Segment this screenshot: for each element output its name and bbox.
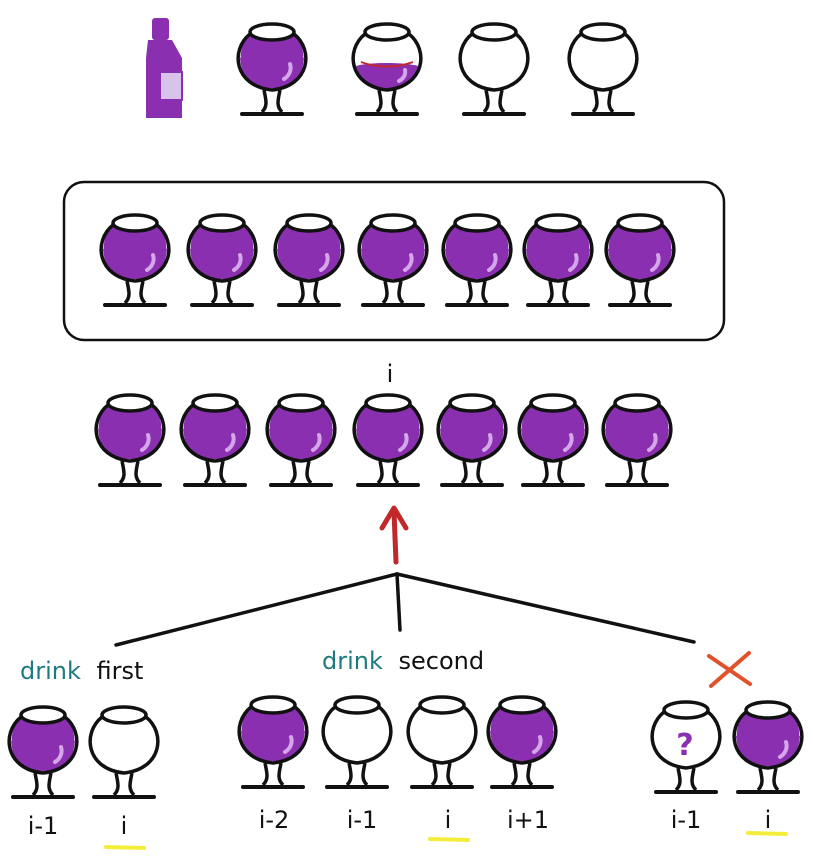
wine-glass-icon bbox=[436, 393, 508, 487]
highlight-underline bbox=[428, 837, 470, 842]
wine-glass-icon bbox=[321, 695, 393, 789]
wine-glass-icon bbox=[406, 695, 478, 789]
middle-row: i bbox=[94, 360, 673, 487]
wine-glass-icon bbox=[486, 695, 558, 789]
wine-glass-icon bbox=[236, 22, 308, 116]
wine-glass-icon bbox=[237, 695, 309, 789]
wine-glass-icon bbox=[265, 393, 337, 487]
branch-middle: drink second i-2 i-1 i i+1 bbox=[237, 647, 558, 842]
wine-glass-icon bbox=[352, 393, 424, 487]
question-mark: ? bbox=[676, 728, 693, 763]
svg-text:drink second: drink second bbox=[322, 647, 484, 675]
caption-second: second bbox=[399, 647, 485, 675]
highlight-underline bbox=[746, 831, 788, 836]
wine-glass-icon bbox=[186, 213, 258, 307]
top-row bbox=[146, 18, 639, 118]
boxed-row bbox=[62, 180, 726, 342]
label-i-plus-1: i+1 bbox=[507, 806, 549, 834]
label-i: i bbox=[445, 806, 452, 834]
wine-glass-icon bbox=[732, 700, 804, 794]
wine-glass-icon bbox=[517, 393, 589, 487]
highlight-underline bbox=[104, 845, 146, 850]
wine-glass-icon bbox=[604, 213, 676, 307]
wine-glass-icon bbox=[351, 22, 423, 116]
svg-text:drink first: drink first bbox=[20, 657, 143, 685]
branch-left: drink first i-1 i bbox=[7, 657, 160, 850]
wine-glass-icon bbox=[567, 22, 639, 116]
wine-bottle-icon bbox=[146, 18, 183, 118]
caption-first: first bbox=[97, 657, 144, 685]
up-arrow-icon bbox=[379, 505, 409, 565]
wine-glass-icon bbox=[179, 393, 251, 487]
wine-glass-icon bbox=[458, 22, 530, 116]
wine-glass-icon bbox=[522, 213, 594, 307]
drink-word: drink bbox=[20, 657, 81, 685]
drink-word: drink bbox=[322, 647, 383, 675]
branch-right: ? i-1 i bbox=[650, 651, 804, 836]
cross-icon bbox=[707, 651, 752, 688]
label-i: i bbox=[765, 806, 772, 834]
label-i-minus-2: i-2 bbox=[259, 806, 290, 834]
label-i-minus-1: i-1 bbox=[28, 812, 59, 840]
label-i-minus-1: i-1 bbox=[347, 806, 378, 834]
wine-glass-icon bbox=[88, 705, 160, 799]
branch-lines bbox=[114, 572, 696, 647]
wine-glass-icon bbox=[601, 393, 673, 487]
wine-glass-icon bbox=[94, 393, 166, 487]
wine-glass-icon bbox=[273, 213, 345, 307]
wine-glass-icon bbox=[99, 213, 171, 307]
index-label: i bbox=[387, 360, 394, 388]
wine-glass-icon bbox=[441, 213, 513, 307]
label-i: i bbox=[121, 812, 128, 840]
wine-glass-icon bbox=[7, 705, 79, 799]
label-i-minus-1: i-1 bbox=[671, 806, 702, 834]
wine-glass-icon bbox=[357, 213, 429, 307]
container-box bbox=[62, 180, 726, 342]
